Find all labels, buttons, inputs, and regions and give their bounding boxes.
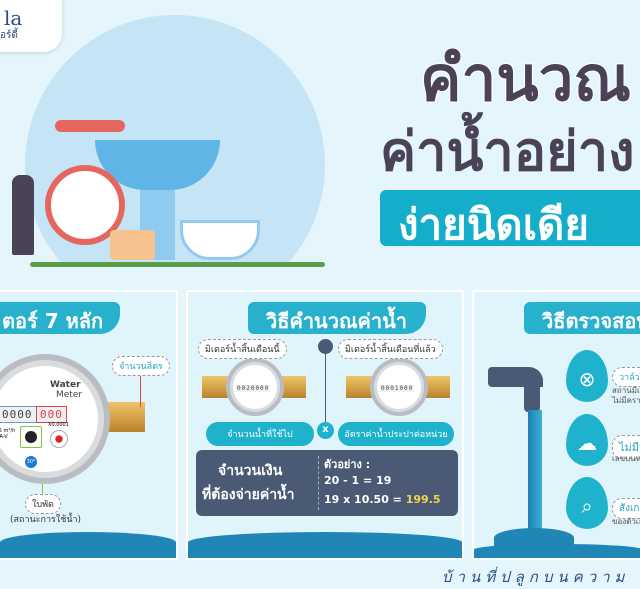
water-splash: [494, 528, 574, 548]
tag-this-month: มิเตอร์น้ำสิ้นเดือนนี้: [198, 339, 287, 359]
check-item-3-tag: สังเกตค: [612, 498, 640, 519]
water-stream: [528, 410, 542, 540]
divider: [318, 456, 319, 510]
water-meter: Water Meter 0000 000 1.5 m³/h H/A-V X0.0…: [0, 354, 110, 484]
panel-title: วิธีตรวจสอบ: [524, 302, 640, 334]
pill-water-used: จำนวนน้ำที่ใช้ไป: [206, 422, 314, 446]
label-impeller: ใบพัด: [25, 494, 61, 514]
timeline-line: [325, 347, 326, 422]
water-meter-last-month: 0001000: [370, 358, 428, 416]
reading-this-month: 0020000: [236, 385, 271, 392]
check-item-1-tag: วาล์วปิดส: [612, 367, 640, 387]
wave-decoration: [0, 532, 176, 558]
result-label-1: จำนวนเงิน: [218, 463, 283, 479]
check-item-1-desc2: ไม่มีคราบ: [612, 396, 640, 405]
plumber-illustration: [12, 175, 34, 255]
timeline-dot: [318, 339, 333, 354]
rain-drop-icon: ☁: [566, 414, 608, 466]
magnifier-drop-icon: ⌕: [566, 477, 608, 529]
result-box: จำนวนเงิน ที่ต้องจ่ายค่าน้ำ ตัวอย่าง : 2…: [196, 450, 458, 516]
panel-title: วิธีคำนวณค่าน้ำ: [248, 302, 426, 334]
hero-title-line1: คำนวณ: [419, 41, 632, 116]
pill-rate: อัตราค่าน้ำประปาต่อหน่วย: [338, 422, 454, 446]
dial-icon: [50, 430, 68, 448]
logo-text: la: [4, 6, 23, 30]
wave-decoration: [188, 532, 462, 558]
ground-line: [30, 262, 325, 267]
logo-subtext: อร์ดี้: [0, 30, 18, 41]
hero-title-line2: ค่าน้ำอย่าง: [380, 120, 635, 183]
digits-red: 000: [36, 406, 67, 423]
wave-decoration: [474, 544, 640, 558]
check-item-2-tag: ไม่มีน้ำ: [612, 435, 640, 459]
check-item-3-desc: ของตัวเล: [612, 517, 640, 526]
tag-last-month: มิเตอร์น้ำสิ้นเดือนที่แล้ว: [338, 339, 443, 359]
example-expression: 19 x 10.50 =: [324, 493, 406, 506]
meter-spec: 1.5 m³/h H/A-V: [0, 428, 16, 440]
water-meter-this-month: 0020000: [226, 358, 284, 416]
drain-pipe-illustration: [180, 220, 260, 260]
panel-title: ตอร์ 7 หลัก: [0, 302, 120, 334]
red-pipe-illustration: [55, 120, 125, 132]
meter-multiplier: X0.0001: [48, 422, 69, 428]
valve-drop-icon: ⊗: [566, 350, 608, 402]
meter-brand-sub: Meter: [56, 390, 83, 400]
hero-title-highlight: ง่ายนิดเดีย: [380, 190, 640, 249]
example-line-2: 19 x 10.50 = 199.5: [324, 493, 441, 506]
check-item-1-desc: สถานมิเต: [612, 386, 640, 395]
footer-tagline: บ้านที่ปลูกบนความ: [442, 568, 630, 586]
check-item-2-desc: เลขบนหน้: [612, 454, 640, 463]
multiply-icon: x: [317, 422, 334, 439]
panel-calculation: วิธีคำนวณค่าน้ำ 0020000 0001000 มิเตอร์น…: [186, 290, 464, 560]
impeller-icon: [20, 426, 42, 448]
panel-meter-digits: ตอร์ 7 หลัก Water Meter 0000 000 1.5 m³/…: [0, 290, 178, 560]
label-impeller-sub: (สถานะการใช้น้ำ): [10, 515, 82, 525]
meter-badge: 30°: [25, 456, 37, 468]
toolbox-illustration: [110, 230, 155, 260]
example-label: ตัวอย่าง :: [324, 458, 371, 471]
panel-check: วิธีตรวจสอบ ⊗ วาล์วปิดส สถานมิเต ไม่มีคร…: [472, 290, 640, 560]
result-label-2: ที่ต้องจ่ายค่าน้ำ: [202, 487, 295, 503]
callout-line: [140, 372, 141, 407]
reading-last-month: 0001000: [380, 385, 415, 392]
meter-brand: Water: [50, 380, 81, 390]
callout-line-green: [42, 484, 43, 494]
example-line-1: 20 - 1 = 19: [324, 474, 392, 487]
label-liters: จำนวนลิตร: [112, 356, 170, 376]
faucet-spout: [524, 377, 540, 412]
brand-logo: la อร์ดี้: [0, 0, 62, 52]
digits-black: 0000: [0, 406, 37, 423]
example-result: 199.5: [405, 493, 441, 506]
